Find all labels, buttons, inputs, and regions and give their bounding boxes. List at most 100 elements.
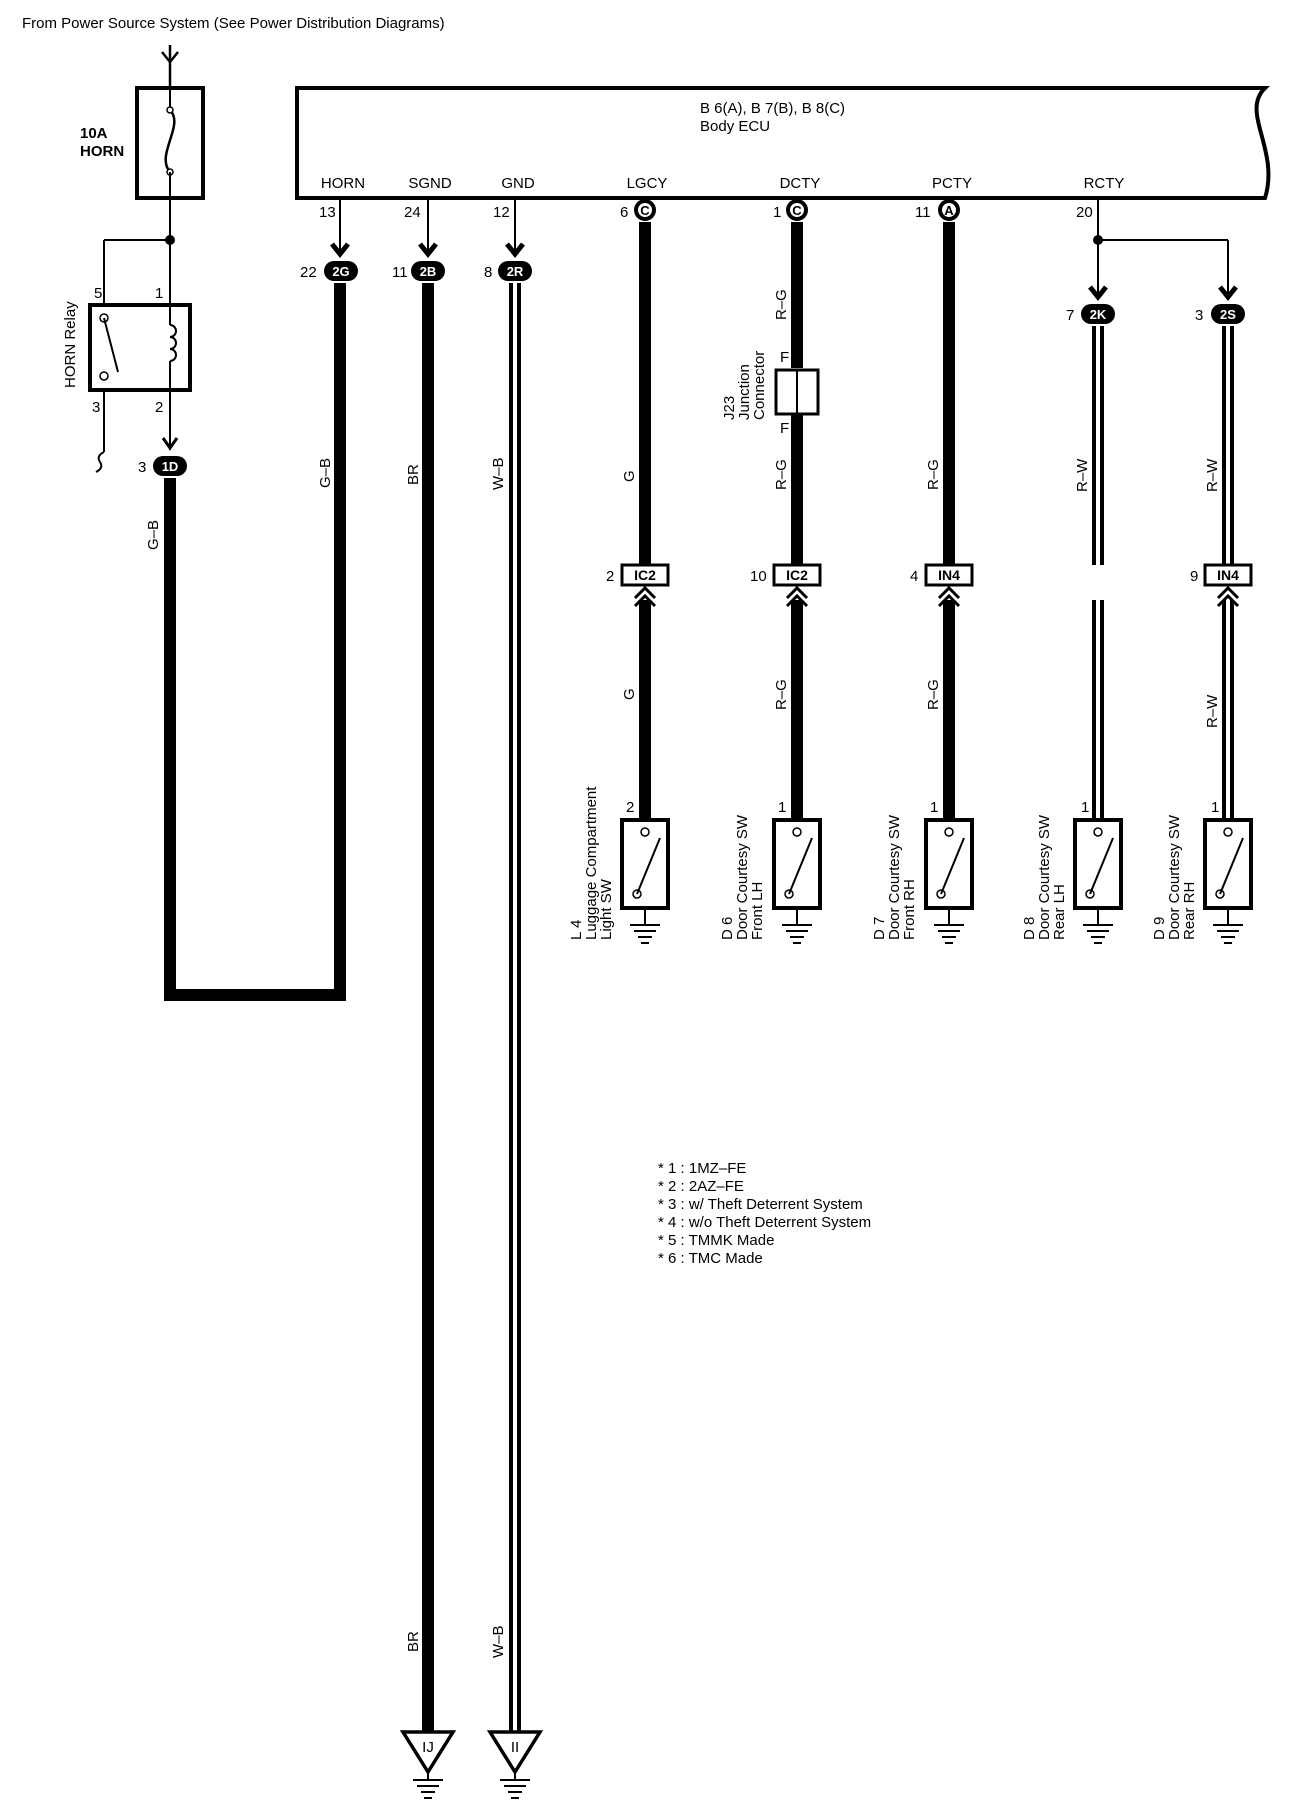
connector-2k: 2K 7 <box>1066 304 1115 324</box>
connector-2r: 2R 8 <box>484 261 532 281</box>
switch-d9-line2: Rear RH <box>1181 882 1198 940</box>
terminal-lgcy: LGCY <box>627 175 668 192</box>
wire-label-dcty-bottom: R–G <box>773 679 790 710</box>
connector-arrows <box>330 242 1238 302</box>
switch-d6-pin: 1 <box>778 799 786 816</box>
relay-wiring <box>103 198 175 305</box>
inline-ic2-dcty: IC2 10 <box>750 563 822 608</box>
switch-d8-id: D 8 <box>1021 917 1038 940</box>
ecu-pin-numbers: 13 24 12 6 1 11 20 <box>319 204 1093 221</box>
switch-l4-pin: 2 <box>626 799 634 816</box>
wire-label-dcty-top: R–G <box>773 289 790 320</box>
inline-in4-pcty-id: IN4 <box>938 567 960 583</box>
wire-label-dcty-mid: R–G <box>773 459 790 490</box>
badge-dcty: C <box>792 203 802 218</box>
fuse-horn: 10A HORN <box>80 86 205 200</box>
wire-label-sgnd-bottom: BR <box>405 1631 422 1652</box>
striped-wires-rcty <box>1092 326 1234 820</box>
connector-2g-id: 2G <box>332 264 349 279</box>
footnote-4: * 4 : w/o Theft Deterrent System <box>658 1214 871 1231</box>
relay-pin-3: 3 <box>92 399 100 416</box>
connector-2s-pin: 3 <box>1195 307 1203 324</box>
switch-l4: 2 L 4 Luggage Compartment Light SW <box>568 786 670 944</box>
badge-lgcy: C <box>640 203 650 218</box>
switch-l4-line2: Light SW <box>598 878 615 940</box>
switches: 2 L 4 Luggage Compartment Light SW 1 <box>568 786 1253 944</box>
switch-d7: 1 D 7 Door Courtesy SW Front RH <box>871 799 974 944</box>
ecu-name: Body ECU <box>700 118 770 135</box>
junction-pin-top: F <box>780 349 789 366</box>
footnote-1: * 1 : 1MZ–FE <box>658 1160 746 1177</box>
relay-pin-2: 2 <box>155 399 163 416</box>
switch-l4-id: L 4 <box>568 920 585 940</box>
ecu-terminal-names: HORN SGND GND LGCY DCTY PCTY RCTY <box>321 175 1125 192</box>
ground-points: IJ II <box>399 1730 544 1799</box>
junction-connector-j23: F F J23 Junction Connector <box>721 349 820 437</box>
wire-label-pcty-bottom: R–G <box>925 679 942 710</box>
switch-d7-line2: Front RH <box>901 879 918 940</box>
inline-in4-pcty-pin: 4 <box>910 568 918 585</box>
terminal-sgnd: SGND <box>408 175 452 192</box>
connector-2k-pin: 7 <box>1066 307 1074 324</box>
wire-label-rcty-rh-top: R–W <box>1204 458 1221 492</box>
inline-connectors: IC2 2 IC2 10 IN4 4 IN4 9 <box>606 563 1253 608</box>
connector-1d: 1D 3 <box>138 456 187 476</box>
footnote-3: * 3 : w/ Theft Deterrent System <box>658 1196 863 1213</box>
connector-1d-id: 1D <box>162 459 179 474</box>
wire-label-relay-out: G–B <box>145 520 162 550</box>
relay-name: HORN Relay <box>62 301 79 388</box>
connector-2b: 2B 11 <box>392 261 445 281</box>
inline-in4-rcty-pin: 9 <box>1190 568 1198 585</box>
switch-d9: 1 D 9 Door Courtesy SW Rear RH <box>1151 799 1253 944</box>
terminal-gnd: GND <box>501 175 535 192</box>
inline-in4-rcty-id: IN4 <box>1217 567 1239 583</box>
switch-d6-line2: Front LH <box>749 882 766 940</box>
ecu-leads <box>339 198 1229 296</box>
inline-ic2-lgcy-pin: 2 <box>606 568 614 585</box>
terminal-pcty: PCTY <box>932 175 972 192</box>
switch-d7-line1: Door Courtesy SW <box>886 814 903 940</box>
switch-d8: 1 D 8 Door Courtesy SW Rear LH <box>1021 799 1123 944</box>
junction-name2: Connector <box>751 351 768 420</box>
connector-1d-pin: 3 <box>138 459 146 476</box>
pin-lgcy: 6 <box>620 204 628 221</box>
switch-d9-id: D 9 <box>1151 917 1168 940</box>
relay-ground-lead <box>95 390 105 473</box>
pin-dcty: 1 <box>773 204 781 221</box>
striped-wire-gnd <box>509 283 521 1738</box>
horn-relay: 5 1 3 2 HORN Relay <box>62 285 192 416</box>
inline-in4-rcty: IN4 9 <box>1190 563 1253 608</box>
badge-pcty: A <box>944 203 954 218</box>
inline-in4-pcty: IN4 4 <box>910 563 974 608</box>
connector-2s-id: 2S <box>1220 307 1236 322</box>
footnotes: * 1 : 1MZ–FE * 2 : 2AZ–FE * 3 : w/ Theft… <box>658 1160 871 1267</box>
connector-2g-pin: 22 <box>300 264 317 281</box>
relay-pin-1: 1 <box>155 285 163 302</box>
wire-label-gnd: W–B <box>490 457 507 490</box>
junction-name1: Junction <box>736 364 753 420</box>
connector-2k-id: 2K <box>1090 307 1107 322</box>
ground-ii-id: II <box>511 1739 519 1756</box>
pin-gnd: 12 <box>493 204 510 221</box>
connector-2g: 2G 22 <box>300 261 358 281</box>
ground-ii: II <box>486 1730 544 1799</box>
pin-horn: 13 <box>319 204 336 221</box>
connector-2s: 2S 3 <box>1195 304 1245 324</box>
pin-sgnd: 24 <box>404 204 421 221</box>
wire-label-gnd-bottom: W–B <box>490 1625 507 1658</box>
power-feed <box>161 45 179 88</box>
relay-pin-5: 5 <box>94 285 102 302</box>
switch-d6: 1 D 6 Door Courtesy SW Front LH <box>719 799 822 944</box>
switch-d7-id: D 7 <box>871 917 888 940</box>
oval-connectors: 2G 22 2B 11 2R 8 2K 7 2S 3 1D 3 <box>138 261 1245 476</box>
fuse-rating: 10A <box>80 125 108 142</box>
wire-label-rcty-lh: R–W <box>1074 458 1091 492</box>
inline-ic2-lgcy: IC2 2 <box>606 563 670 608</box>
ecu-connectors: B 6(A), B 7(B), B 8(C) <box>700 100 845 117</box>
connector-2b-id: 2B <box>420 264 437 279</box>
terminal-rcty: RCTY <box>1084 175 1125 192</box>
inline-ic2-dcty-id: IC2 <box>786 567 808 583</box>
junction-pin-bottom: F <box>780 420 789 437</box>
inline-ic2-lgcy-id: IC2 <box>634 567 656 583</box>
